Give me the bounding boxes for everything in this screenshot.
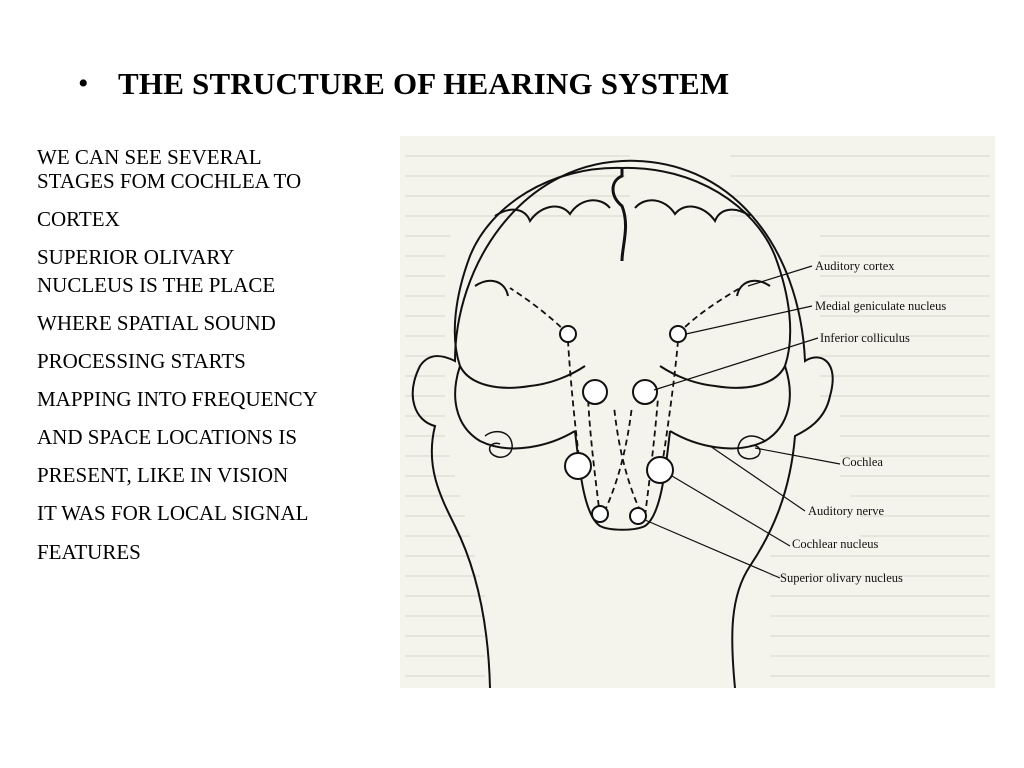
body-line: PROCESSING STARTS — [37, 349, 397, 373]
label-superior-olivary: Superior olivary nucleus — [780, 571, 903, 585]
label-auditory-nerve: Auditory nerve — [808, 504, 884, 518]
body-line: PRESENT, LIKE IN VISION — [37, 463, 397, 487]
body-line: CORTEX — [37, 207, 397, 231]
body-text: WE CAN SEE SEVERAL STAGES FOM COCHLEA TO… — [37, 145, 397, 564]
cochlear-nucleus-left — [565, 453, 591, 479]
cochlear-nucleus-right — [647, 457, 673, 483]
head-outline — [413, 161, 833, 688]
auditory-pathway-figure: Auditory cortex Medial geniculate nucleu… — [400, 136, 995, 688]
inferior-colliculus-right — [633, 380, 657, 404]
auditory-pathways — [510, 288, 740, 521]
body-line: MAPPING INTO FREQUENCY — [37, 387, 397, 411]
slide-title: THE STRUCTURE OF HEARING SYSTEM — [118, 66, 729, 102]
label-cochlea: Cochlea — [842, 455, 883, 469]
medial-geniculate-right — [670, 326, 686, 342]
label-auditory-cortex: Auditory cortex — [815, 259, 895, 273]
slide-title-row: • THE STRUCTURE OF HEARING SYSTEM — [78, 66, 729, 102]
body-line: STAGES FOM COCHLEA TO — [37, 169, 397, 193]
superior-olivary-right — [630, 508, 646, 524]
body-line: SUPERIOR OLIVARY — [37, 245, 397, 269]
body-line: IT WAS FOR LOCAL SIGNAL — [37, 501, 397, 525]
medial-geniculate-left — [560, 326, 576, 342]
body-line: WE CAN SEE SEVERAL — [37, 145, 397, 169]
body-line: FEATURES — [37, 540, 397, 564]
background-text-lines — [405, 156, 990, 676]
body-line: AND SPACE LOCATIONS IS — [37, 425, 397, 449]
body-line: NUCLEUS IS THE PLACE — [37, 273, 397, 297]
body-line: WHERE SPATIAL SOUND — [37, 311, 397, 335]
leader-lines — [645, 266, 840, 578]
auditory-pathway-diagram: Auditory cortex Medial geniculate nucleu… — [400, 136, 995, 688]
title-bullet: • — [78, 67, 118, 101]
inferior-colliculus-left — [583, 380, 607, 404]
label-inferior-colliculus: Inferior colliculus — [820, 331, 910, 345]
label-medial-geniculate: Medial geniculate nucleus — [815, 299, 946, 313]
label-cochlear-nucleus: Cochlear nucleus — [792, 537, 879, 551]
superior-olivary-left — [592, 506, 608, 522]
